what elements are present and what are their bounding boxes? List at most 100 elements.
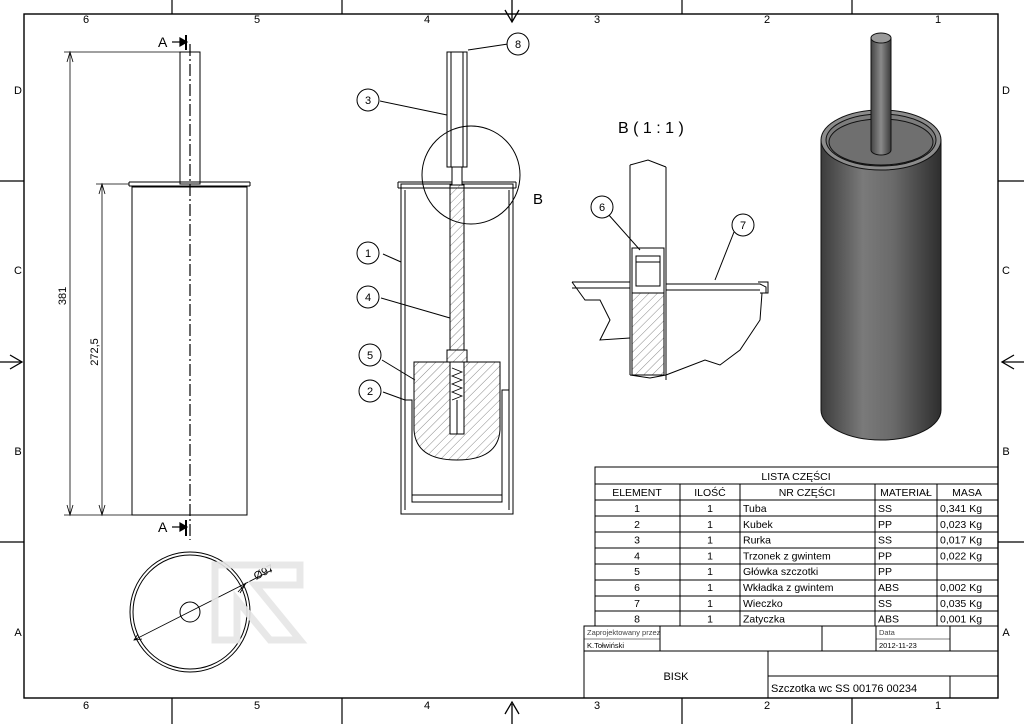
detail-balloons (590, 195, 755, 281)
zone-right-d: D (1002, 85, 1010, 97)
parts-cell-element: 5 (634, 566, 640, 578)
date-value: 2012-11-23 (879, 641, 917, 650)
parts-cell-element: 3 (634, 535, 640, 547)
parts-cell-mass: 0,017 Kg (940, 535, 982, 547)
zone-top-5: 5 (254, 14, 260, 26)
zone-top-2: 2 (764, 14, 770, 26)
parts-cell-part-name: Główka szczotki (743, 566, 818, 578)
zone-bottom-2: 2 (764, 700, 770, 712)
parts-cell-part-name: Zatyczka (743, 614, 785, 626)
balloon-text-7: 7 (740, 220, 746, 232)
parts-cell-quantity: 1 (707, 535, 713, 547)
parts-cell-mass: 0,022 Kg (940, 550, 982, 562)
parts-cell-part-name: Trzonek z gwintem (743, 550, 831, 562)
balloon-3 (356, 88, 380, 112)
parts-cell-element: 7 (634, 598, 640, 610)
zone-left-a: A (14, 627, 22, 639)
designed-by-name: K.Tołwiński (587, 641, 624, 650)
balloon-2 (358, 379, 382, 403)
zone-right-c: C (1002, 265, 1010, 277)
parts-cell-mass: 0,002 Kg (940, 582, 982, 594)
company-name: BISK (663, 671, 689, 683)
balloon-text-3: 3 (365, 95, 371, 107)
zone-top-4: 4 (424, 14, 430, 26)
parts-list-title: LISTA CZĘŚCI (761, 470, 830, 483)
date-label: Data (879, 628, 896, 637)
parts-cell-element: 4 (634, 550, 640, 562)
parts-cell-quantity: 1 (707, 519, 713, 531)
balloon-5 (358, 343, 382, 367)
balloon-7 (731, 213, 755, 237)
balloon-text-8: 8 (515, 39, 521, 51)
designed-by-label: Zaprojektowany przez (587, 628, 661, 637)
parts-cell-quantity: 1 (707, 566, 713, 578)
parts-cell-material: ABS (878, 582, 899, 594)
detail-label-b: B (533, 191, 543, 208)
section-balloons (356, 32, 530, 403)
detail-view (571, 159, 769, 380)
zone-left-c: C (14, 265, 22, 277)
dimension-body-height: 272,5 (89, 338, 101, 366)
parts-cell-quantity: 1 (707, 503, 713, 515)
parts-cell-mass: 0,035 Kg (940, 598, 982, 610)
balloon-6 (590, 195, 614, 219)
zone-bottom-6: 6 (83, 700, 89, 712)
zone-top-1: 1 (935, 14, 941, 26)
parts-cell-mass: 0,001 Kg (940, 614, 982, 626)
parts-cell-material: PP (878, 550, 892, 562)
parts-cell-material: SS (878, 535, 892, 547)
zone-left-d: D (14, 85, 22, 97)
parts-cell-element: 8 (634, 614, 640, 626)
isometric-view (820, 32, 942, 441)
detail-circle-b (421, 125, 521, 225)
header-part-number: NR CZĘŚCI (779, 486, 836, 499)
zone-top-3: 3 (594, 14, 600, 26)
front-view (64, 35, 251, 540)
header-element: ELEMENT (612, 487, 662, 499)
zone-top-6: 6 (83, 14, 89, 26)
detail-title: B ( 1 : 1 ) (618, 120, 684, 137)
zone-bottom-1: 1 (935, 700, 941, 712)
parts-cell-quantity: 1 (707, 582, 713, 594)
parts-cell-mass: 0,023 Kg (940, 519, 982, 531)
parts-cell-material: ABS (878, 614, 899, 626)
zone-right-b: B (1002, 446, 1009, 458)
balloon-4 (356, 285, 380, 309)
parts-cell-material: PP (878, 566, 892, 578)
zone-left-b: B (14, 446, 21, 458)
parts-cell-quantity: 1 (707, 550, 713, 562)
section-mark-bottom: A (158, 519, 168, 535)
parts-cell-mass: 0,341 Kg (940, 503, 982, 515)
balloon-text-4: 4 (365, 292, 371, 304)
parts-cell-part-name: Wkładka z gwintem (743, 582, 834, 594)
zone-bottom-5: 5 (254, 700, 260, 712)
header-material: MATERIAŁ (880, 487, 932, 499)
parts-cell-material: SS (878, 503, 892, 515)
title-block (583, 625, 999, 699)
parts-cell-part-name: Kubek (743, 519, 774, 531)
parts-cell-material: PP (878, 519, 892, 531)
parts-cell-part-name: Tuba (743, 503, 767, 515)
section-view (397, 51, 517, 515)
balloon-1 (356, 241, 380, 265)
dimension-total-height: 381 (57, 287, 69, 305)
parts-list-table (594, 466, 999, 627)
parts-cell-quantity: 1 (707, 614, 713, 626)
balloon-text-6: 6 (599, 202, 605, 214)
drawing-title: Szczotka wc SS 00176 00234 (771, 683, 917, 695)
watermark-logo (211, 561, 308, 644)
zone-bottom-3: 3 (594, 700, 600, 712)
balloon-text-1: 1 (365, 248, 371, 260)
parts-cell-element: 2 (634, 519, 640, 531)
zone-labels: 6 5 4 3 2 1 6 5 4 3 2 1 D C B A D C B A (14, 14, 1010, 712)
header-mass: MASA (952, 487, 982, 499)
section-mark-top: A (158, 34, 168, 50)
header-quantity: ILOŚĆ (694, 486, 726, 499)
zone-right-a: A (1002, 627, 1010, 639)
parts-cell-element: 1 (634, 503, 640, 515)
parts-cell-part-name: Wieczko (743, 598, 783, 610)
balloon-text-2: 2 (367, 386, 373, 398)
parts-cell-element: 6 (634, 582, 640, 594)
